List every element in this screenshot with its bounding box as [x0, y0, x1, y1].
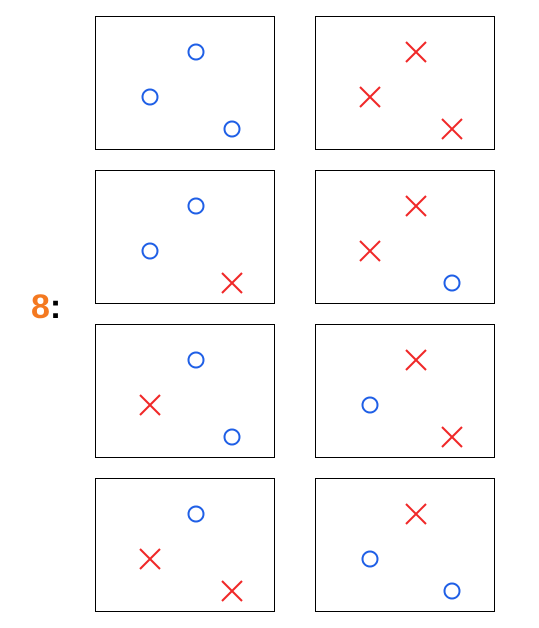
- cross-mark-top: [405, 503, 427, 525]
- panel-row3-left-marks: [139, 351, 241, 446]
- circle-mark-middle: [141, 242, 159, 260]
- panel-row1-left: [95, 16, 275, 150]
- cross-mark-bottom: [221, 272, 243, 294]
- count-colon: :: [49, 288, 62, 326]
- count-number: 8: [31, 288, 50, 326]
- cross-mark-middle: [359, 240, 381, 262]
- panel-row3-right: [315, 324, 495, 458]
- circle-mark-middle: [141, 88, 159, 106]
- panel-row1-right: [315, 16, 495, 150]
- panel-row2-right-marks: [359, 195, 461, 292]
- cross-mark-bottom: [441, 118, 463, 140]
- cross-mark-bottom: [441, 426, 463, 448]
- panel-row2-right: [315, 170, 495, 304]
- count-label: 8:: [31, 287, 61, 327]
- cross-mark-bottom: [221, 580, 243, 602]
- circle-mark-top: [187, 351, 205, 369]
- panel-row1-left-marks: [141, 43, 241, 138]
- cross-mark-top: [405, 41, 427, 63]
- panel-row4-right: [315, 478, 495, 612]
- circle-mark-top: [187, 505, 205, 523]
- panel-row3-right-marks: [361, 349, 463, 448]
- panel-row1-right-marks: [359, 41, 463, 140]
- circle-mark-middle: [361, 550, 379, 568]
- circle-mark-bottom: [223, 428, 241, 446]
- panel-row3-left: [95, 324, 275, 458]
- circle-mark-middle: [361, 396, 379, 414]
- cross-mark-top: [405, 349, 427, 371]
- panel-row4-left-marks: [139, 505, 243, 602]
- panel-row4-left: [95, 478, 275, 612]
- panel-row2-left-marks: [141, 197, 243, 294]
- circle-mark-bottom: [223, 120, 241, 138]
- circle-mark-bottom: [443, 582, 461, 600]
- cross-mark-middle: [139, 548, 161, 570]
- panel-row2-left: [95, 170, 275, 304]
- panel-row4-right-marks: [361, 503, 461, 600]
- cross-mark-middle: [359, 86, 381, 108]
- circle-mark-top: [187, 197, 205, 215]
- cross-mark-top: [405, 195, 427, 217]
- circle-mark-top: [187, 43, 205, 61]
- cross-mark-middle: [139, 394, 161, 416]
- circle-mark-bottom: [443, 274, 461, 292]
